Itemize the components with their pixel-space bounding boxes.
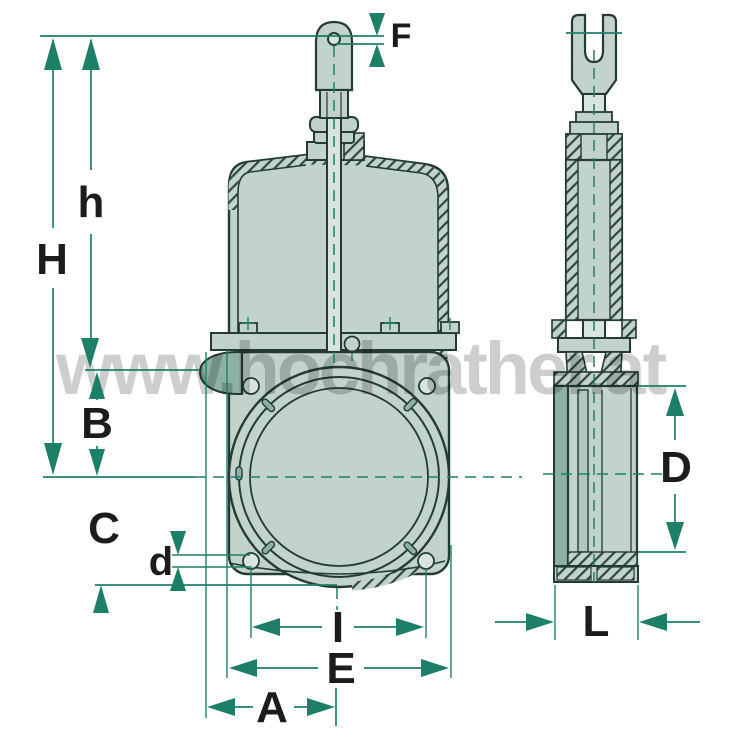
side-view bbox=[551, 13, 639, 583]
gate-bolt bbox=[343, 335, 361, 353]
flange-bolt-holes bbox=[242, 377, 436, 570]
dimension-label-h: h bbox=[78, 178, 105, 227]
bottom-plate-hatch-l bbox=[556, 566, 592, 581]
dimension-labels: F h H B C d I E A D L bbox=[36, 17, 692, 730]
dimension-label-E: E bbox=[326, 644, 355, 693]
gate-blade-side bbox=[577, 389, 589, 553]
front-view bbox=[198, 20, 460, 591]
dimension-B-lines bbox=[89, 372, 105, 476]
side-stuffing-hatch-r bbox=[606, 133, 623, 161]
dimension-label-C: C bbox=[88, 504, 120, 553]
bonnet-wall-r bbox=[609, 159, 623, 321]
dimension-L-lines bbox=[495, 585, 700, 640]
watermark-text: www.hochrather.at bbox=[55, 327, 667, 410]
dimension-label-F: F bbox=[391, 17, 412, 55]
dimension-h-lines bbox=[81, 38, 100, 368]
bolt-center-marks bbox=[242, 317, 451, 361]
bottom-plate-hatch-r bbox=[596, 566, 635, 581]
dimension-label-B: B bbox=[81, 399, 113, 448]
dimension-label-A: A bbox=[256, 683, 288, 730]
housing-bottom-hatch bbox=[567, 551, 638, 567]
side-stuffing-hatch-l bbox=[565, 133, 582, 161]
dimension-label-L: L bbox=[583, 597, 610, 646]
dimension-A-lines bbox=[207, 698, 335, 716]
dimension-D-lines bbox=[638, 385, 686, 553]
bonnet-wall-l bbox=[565, 159, 579, 321]
dimension-d-lines bbox=[170, 531, 252, 591]
inner-wall-line bbox=[237, 164, 439, 345]
dimension-label-d: d bbox=[149, 540, 173, 584]
dimension-label-D: D bbox=[660, 443, 692, 492]
dimension-layer bbox=[40, 13, 700, 726]
dimension-H-lines bbox=[44, 38, 62, 475]
fork-clevis bbox=[570, 13, 618, 96]
dimension-E-lines bbox=[229, 659, 449, 677]
cover-slot-marks bbox=[235, 397, 418, 556]
plate-bottom-line bbox=[228, 560, 446, 575]
dimension-label-I: I bbox=[332, 603, 344, 652]
extension-lines bbox=[205, 32, 622, 726]
housing-flange-plate bbox=[553, 385, 569, 567]
side-lug bbox=[198, 351, 243, 395]
dimension-I-lines bbox=[252, 618, 424, 636]
dimension-C-lines bbox=[93, 584, 337, 613]
dimension-label-H: H bbox=[36, 235, 68, 284]
